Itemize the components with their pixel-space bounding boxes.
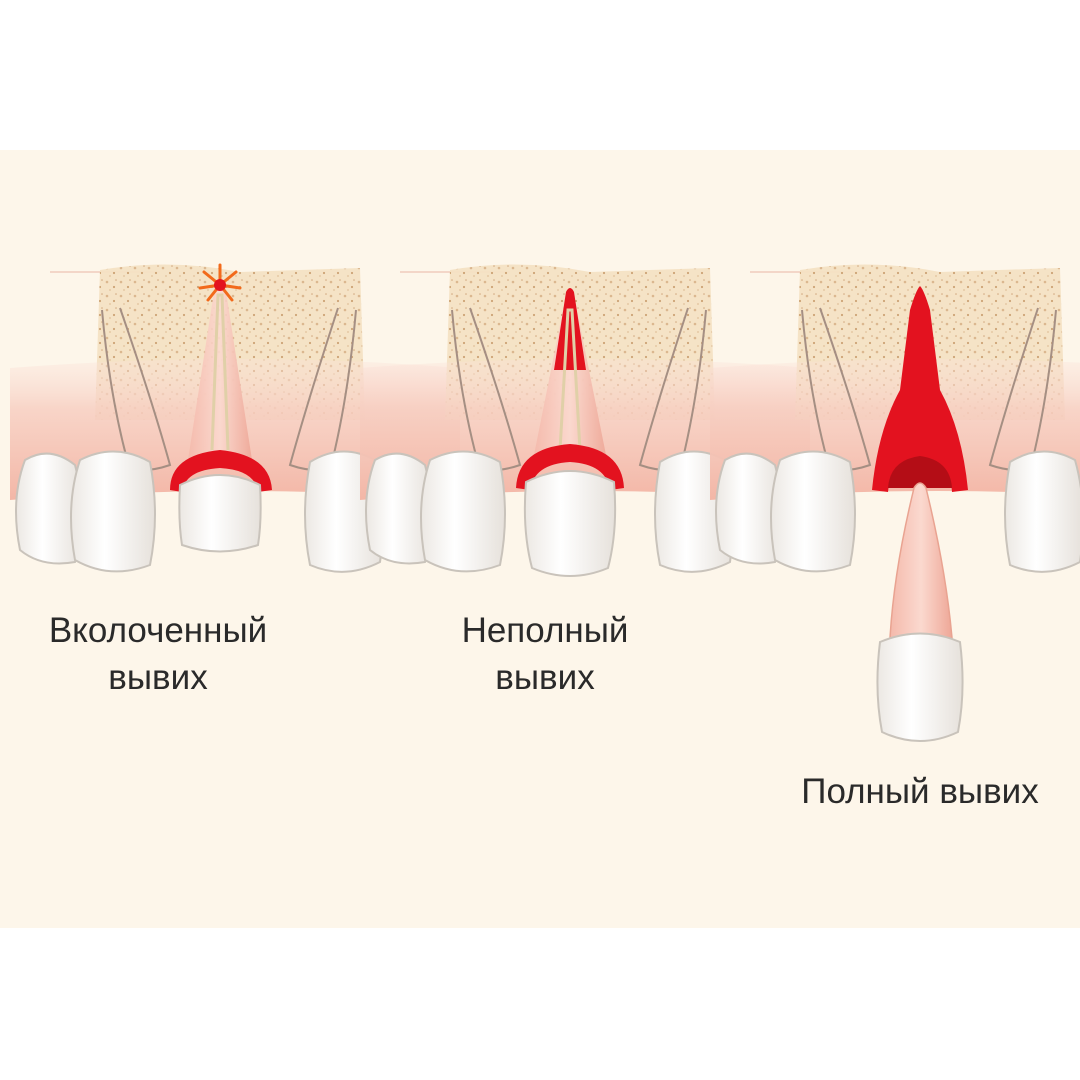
avulsed-tooth-illustration — [709, 263, 1080, 742]
label-partial-line-1: Неполный — [461, 611, 629, 650]
partially-luxated-tooth-illustration — [359, 263, 811, 577]
label-full-line-1: Полный вывих — [801, 772, 1039, 811]
label-intruded-luxation: Вколоченный вывих — [18, 607, 298, 701]
label-intruded-line-1: Вколоченный — [48, 611, 268, 650]
intruded-tooth-illustration — [9, 263, 461, 573]
label-full-luxation: Полный вывих — [760, 768, 1080, 815]
label-partial-luxation: Неполный вывих — [400, 607, 690, 701]
label-partial-line-2: вывих — [495, 658, 595, 697]
label-intruded-line-2: вывих — [108, 658, 208, 697]
